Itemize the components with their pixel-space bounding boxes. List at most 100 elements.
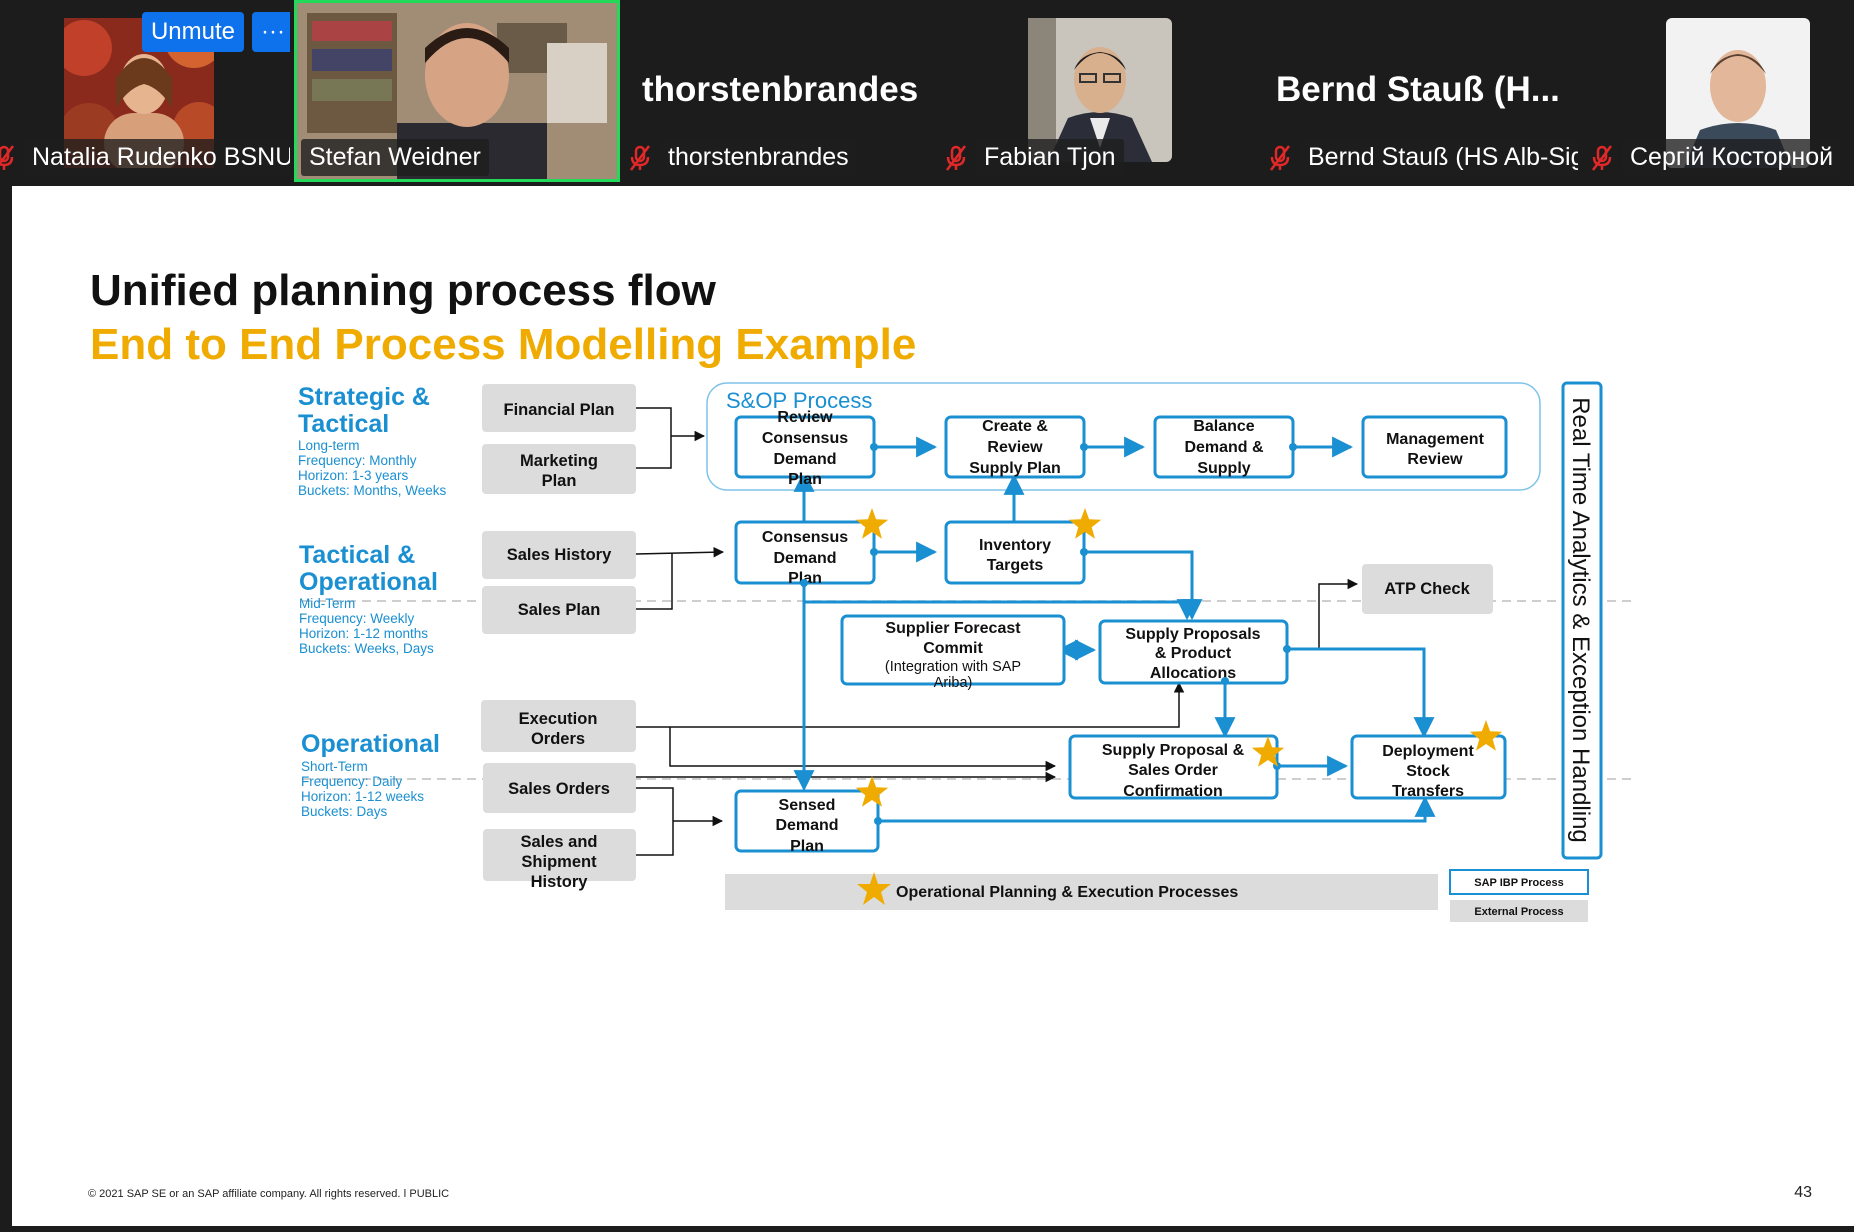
muted-mic-icon (946, 144, 966, 171)
ibp-process-management-review: Management Review (1361, 415, 1508, 479)
level-detail: Horizon: 1-12 weeks (301, 789, 424, 804)
box-label: Commit (923, 640, 983, 657)
participant-name: Stefan Weidner (301, 139, 489, 176)
box-label: Plan (790, 838, 824, 855)
box-label: Financial Plan (504, 401, 615, 419)
participant-name: Bernd Stauß (HS Alb-Sig) (1300, 139, 1578, 176)
box-label: Supply Proposals (1125, 626, 1260, 643)
box-label: Sales Order (1128, 762, 1218, 779)
level-title: Tactical (298, 410, 389, 438)
participant-name: Natalia Rudenko BSNU (24, 139, 290, 176)
unmute-button[interactable]: Unmute (142, 12, 244, 52)
participant-tile-stefan[interactable]: Stefan Weidner (294, 0, 620, 182)
box-label: Execution (519, 710, 598, 728)
box-label: Demand & (1184, 439, 1264, 456)
banner-label: Real Time Analytics & Exception Handling (1567, 397, 1594, 843)
box-label: Transfers (1392, 783, 1464, 800)
box-label: Supply Proposal & (1102, 742, 1245, 759)
slide-page-number: 43 (1794, 1184, 1812, 1201)
participant-name: thorstenbrandes (660, 139, 857, 176)
box-label: Demand (773, 550, 836, 567)
level-operational: Operational Short-Term Frequency: Daily … (301, 730, 440, 819)
level-detail: Horizon: 1-12 months (299, 626, 428, 641)
level-title: Strategic & (298, 383, 430, 411)
external-process-box: Marketing Plan (482, 444, 636, 494)
shared-screen-slide: Unified planning process flow End to End… (12, 186, 1854, 1226)
level-detail: Frequency: Weekly (299, 611, 415, 626)
sop-group-label: S&OP Process (726, 388, 872, 413)
box-label: Sensed (779, 797, 836, 814)
participant-namebar: Сергій Косторной (1590, 139, 1842, 176)
box-label: Management (1386, 431, 1484, 448)
star-icon (855, 776, 889, 807)
box-label: Review (1407, 451, 1463, 468)
box-label: Marketing (520, 452, 598, 470)
box-label: Inventory (979, 537, 1051, 554)
ibp-process-create-review-supply-plan: Create & Review Supply Plan (944, 415, 1086, 479)
participant-namebar: Stefan Weidner (301, 139, 489, 176)
participant-namebar: thorstenbrandes (628, 139, 857, 176)
star-icon (1251, 736, 1285, 767)
participant-strip: Unmute ··· Natalia Rudenko BSNU (0, 0, 1854, 184)
box-label: Demand (775, 817, 838, 834)
level-detail: Frequency: Daily (301, 774, 403, 789)
level-title: Operational (301, 730, 440, 758)
external-process-box: ATP Check (1362, 564, 1493, 614)
legend-ibp-swatch (1449, 869, 1589, 895)
level-tactical-operational: Tactical & Operational Mid-Term Frequenc… (299, 541, 438, 656)
box-label: (Integration with SAP (885, 659, 1021, 675)
level-detail: Frequency: Monthly (298, 453, 417, 468)
box-label: ATP Check (1384, 580, 1470, 598)
participant-namebar: Natalia Rudenko BSNU (0, 139, 290, 176)
bar-label: Operational Planning & Execution Process… (896, 884, 1238, 901)
slide-footer: © 2021 SAP SE or an SAP affiliate compan… (88, 1188, 450, 1200)
legend-ibp-label: SAP IBP Process (1474, 877, 1563, 889)
muted-mic-icon (630, 144, 650, 171)
box-label: Targets (987, 557, 1044, 574)
participant-namebar: Fabian Tjon (944, 139, 1124, 176)
legend-external-swatch (1450, 900, 1588, 922)
external-process-box: Financial Plan (482, 384, 636, 432)
slide-title: Unified planning process flow (90, 266, 716, 315)
box-label: Plan (542, 472, 577, 490)
ibp-process-deployment-stock-transfers: Deployment Stock Transfers (1350, 734, 1507, 800)
muted-mic-icon (1592, 144, 1612, 171)
more-options-button[interactable]: ··· (252, 12, 290, 52)
box-label: Consensus (762, 430, 848, 447)
external-process-box: Sales History (482, 531, 636, 579)
process-connector-lines (793, 436, 1436, 823)
box-label: Deployment (1382, 743, 1474, 760)
box-label: Balance (1193, 418, 1254, 435)
participant-tile-thorsten[interactable]: thorstenbrandes thorstenbrandes (624, 0, 940, 182)
legend-external-label: External Process (1474, 906, 1563, 918)
process-flow-diagram: Strategic & Tactical Long-term Frequency… (298, 381, 1637, 922)
level-detail: Horizon: 1-3 years (298, 468, 409, 483)
ibp-process-supply-proposal-sales-order: Supply Proposal & Sales Order Confirmati… (1068, 734, 1279, 800)
level-detail: Buckets: Days (301, 804, 388, 819)
ibp-process-inventory-targets: Inventory Targets (944, 520, 1086, 585)
participant-name: Сергій Косторной (1622, 139, 1842, 176)
level-detail: Long-term (298, 438, 360, 453)
participant-tile-fabian[interactable]: Fabian Tjon (944, 0, 1264, 182)
external-process-box: Execution Orders (481, 700, 636, 752)
participant-tile-sergii[interactable]: Сергій Косторной (1582, 0, 1854, 182)
box-label: Plan (788, 570, 822, 587)
participant-tile-bernd[interactable]: Bernd Stauß (H... Bernd Stauß (HS Alb-Si… (1268, 0, 1578, 182)
slide-subtitle: End to End Process Modelling Example (90, 320, 917, 369)
box-label: Ariba) (934, 675, 973, 691)
real-time-analytics-banner: Real Time Analytics & Exception Handling (1561, 381, 1603, 860)
box-label: Supply Plan (969, 460, 1061, 477)
participant-tile-natalia[interactable]: Unmute ··· Natalia Rudenko BSNU (0, 0, 290, 182)
ibp-process-balance-demand-supply: Balance Demand & Supply (1153, 415, 1295, 479)
box-label: & Product (1155, 645, 1232, 662)
star-icon (855, 508, 889, 539)
box-label: Sales Plan (518, 601, 601, 619)
level-detail: Buckets: Weeks, Days (299, 641, 434, 656)
star-icon (1068, 508, 1102, 539)
external-process-box: Sales Orders (483, 763, 636, 813)
level-title: Tactical & (299, 541, 415, 569)
level-title: Operational (299, 568, 438, 596)
participant-display-name: thorstenbrandes (642, 70, 919, 109)
box-label: Sales History (507, 546, 612, 564)
